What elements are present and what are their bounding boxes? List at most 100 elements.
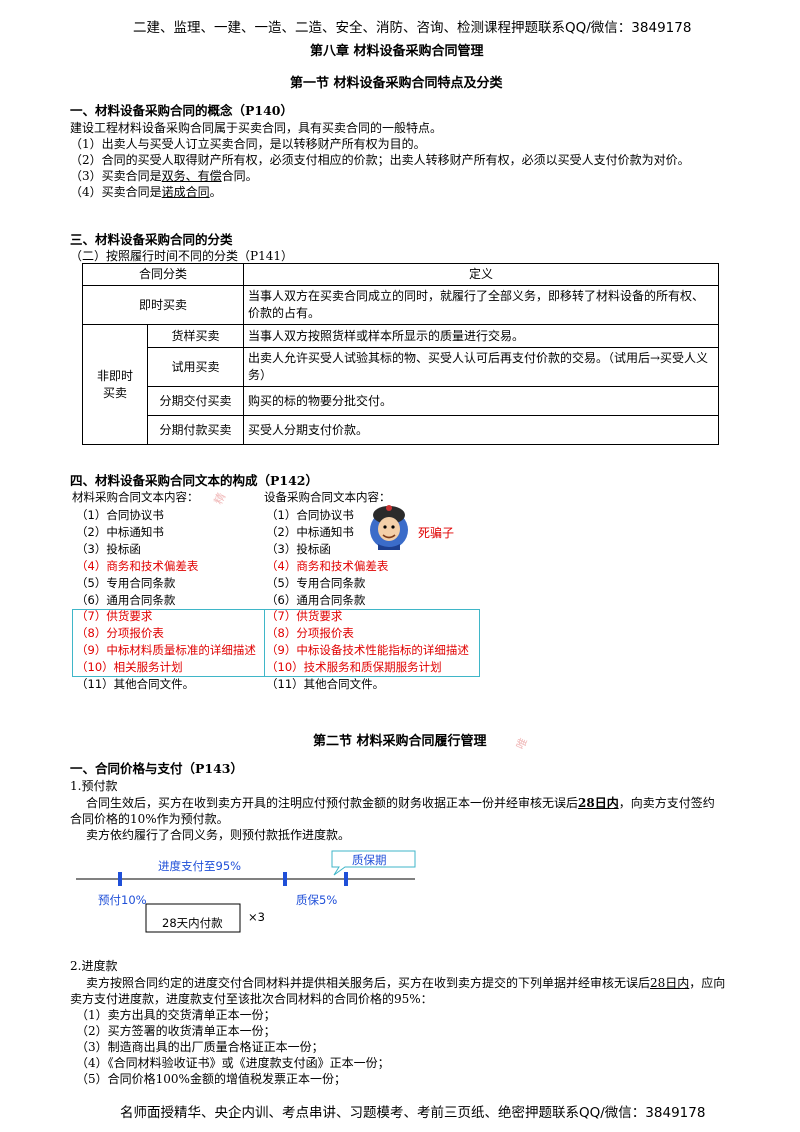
material-item: （8）分项报价表 (76, 626, 164, 641)
page-header: 二建、监理、一建、一造、二造、安全、消防、咨询、检测课程押题联系QQ/微信：38… (133, 20, 692, 36)
equipment-item: （8）分项报价表 (266, 626, 354, 641)
advance-label: 预付10% (98, 893, 147, 907)
row-installment-delivery-name: 分期交付买卖 (147, 386, 244, 416)
concept-line-3-underline: 双务、有偿 (161, 169, 222, 183)
payment-box (145, 903, 241, 933)
progress-text-a: 卖方按照合同约定的进度交付合同材料并提供相关服务后，买方在收到卖方提交的下列单据… (86, 976, 651, 990)
equipment-item: （5）专用合同条款 (266, 575, 366, 590)
progress-paragraph-line1: 卖方按照合同约定的进度交付合同材料并提供相关服务后，买方在收到卖方提交的下列单据… (86, 975, 725, 991)
row-installment-payment-name: 分期付款买卖 (147, 415, 244, 445)
payment-box-label: 28天内付款 (162, 916, 223, 930)
row-sample-def: 当事人双方按照货样或样本所显示的质量进行交易。 (243, 324, 719, 348)
advance-title: 1.预付款 (70, 779, 118, 793)
concept-line-0: 建设工程材料设备采购合同属于买卖合同，具有买卖合同的一般特点。 (70, 121, 443, 135)
concept-line-3-suffix: 合同。 (221, 169, 258, 183)
documents-heading: 四、材料设备采购合同文本的构成（P142） (70, 473, 318, 488)
advance-deadline: 28日内 (578, 796, 619, 810)
progress-deadline: 28日内 (650, 976, 690, 990)
advance-paragraph-line1: 合同生效后，买方在收到卖方开具的注明应付预付款金额的财务收据正本一份并经审核无误… (86, 795, 715, 811)
classification-table: 合同分类 定义 即时买卖 当事人双方在买卖合同成立的同时，就履行了全部义务，即移… (82, 263, 719, 445)
watermark: 精 (211, 490, 229, 507)
equipment-item: （4）商务和技术偏差表 (266, 558, 389, 573)
sticker-label: 死骗子 (418, 526, 455, 540)
payment-timeline-diagram (76, 850, 416, 933)
progress-text-b: ，应向 (689, 976, 726, 990)
material-item: （1）合同协议书 (76, 508, 164, 522)
equipment-item: （10）技术服务和质保期服务计划 (266, 660, 442, 675)
equipment-contract-title: 设备采购合同文本内容： (264, 490, 391, 504)
section1-title: 第一节 材料设备采购合同特点及分类 (290, 76, 503, 91)
table-header-definition: 定义 (243, 263, 719, 286)
retention-marker (283, 872, 287, 886)
page-footer: 名师面授精华、央企内训、考点串讲、习题模考、考前三页纸、绝密押题联系QQ/微信：… (120, 1105, 706, 1121)
concept-line-4-underline: 诺成合同 (161, 185, 210, 199)
progress-item-1: （2）买方签署的收货清单正本一份； (76, 1024, 276, 1038)
progress-item-0: （1）卖方出具的交货清单正本一份； (76, 1008, 276, 1022)
advance-paragraph-line2: 合同价格的10%作为预付款。 (70, 812, 229, 826)
equipment-item: （2）中标通知书 (266, 524, 354, 539)
table-row: 非即时买卖 货样买卖 当事人双方按照货样或样本所显示的质量进行交易。 (82, 324, 719, 445)
table-row: 分期交付买卖 购买的标的物要分批交付。 (83, 386, 719, 416)
classification-subheading: （二）按照履行时间不同的分类（P141） (70, 249, 293, 263)
row-sample-name: 货样买卖 (147, 324, 244, 348)
highlight-box (72, 609, 480, 677)
section2-title: 第二节 材料采购合同履行管理 (313, 734, 487, 749)
concept-line-3: （3）买卖合同是双务、有偿合同。 (70, 168, 258, 184)
warranty-callout (331, 850, 416, 876)
equipment-contract-list: （1）合同协议书 （2）中标通知书 （3）投标函 （4）商务和技术偏差表 （5）专用合同… (266, 507, 469, 693)
equipment-item: （11）其他合同文件。 (266, 677, 385, 692)
concept-line-4-suffix: 。 (209, 185, 222, 199)
progress-payment-label: 进度支付至95% (158, 859, 242, 873)
progress-paragraph-line2: 卖方支付进度款，进度款支付至该批次合同材料的合同价格的95%： (70, 992, 433, 1006)
cartoon-sticker (366, 500, 412, 550)
cartoon-face-icon (370, 505, 408, 550)
table-row: 即时买卖 当事人双方在买卖合同成立的同时，就履行了全部义务，即移转了材料设备的所… (82, 285, 719, 325)
material-item: （6）通用合同条款 (76, 592, 176, 607)
equipment-item: （3）投标函 (266, 541, 331, 556)
table-row: 试用买卖 出卖人允许买受人试验其标的物、买受人认可后再支付价款的交易。（试用后→… (83, 347, 719, 387)
concept-heading: 一、材料设备采购合同的概念（P140） (70, 103, 293, 118)
material-contract-title: 材料采购合同文本内容： (72, 490, 199, 504)
equipment-item: （7）供货要求 (266, 609, 343, 624)
material-item: （10）相关服务计划 (76, 660, 183, 675)
table-row: 分期付款买卖 买受人分期支付价款。 (83, 415, 719, 445)
price-heading: 一、合同价格与支付（P143） (70, 761, 243, 776)
row-trial-def: 出卖人允许买受人试验其标的物、买受人认可后再支付价款的交易。（试用后→买受人义务… (243, 347, 719, 387)
row-immediate-def: 当事人双方在买卖合同成立的同时，就履行了全部义务，即移转了材料设备的所有权、价款… (243, 285, 719, 325)
row-installment-delivery-def: 购买的标的物要分批交付。 (243, 386, 719, 416)
warranty-period-label: 质保期 (352, 853, 387, 867)
material-item: （5）专用合同条款 (76, 575, 176, 590)
row-immediate-label: 即时买卖 (82, 285, 244, 325)
table-header-row: 合同分类 定义 (82, 263, 719, 286)
material-item: （3）投标函 (76, 541, 141, 556)
advance-text-a: 合同生效后，买方在收到卖方开具的注明应付预付款金额的财务收据正本一份并经审核无误… (86, 796, 579, 810)
concept-line-4-prefix: （4）买卖合同是 (70, 185, 162, 199)
concept-line-3-prefix: （3）买卖合同是 (70, 169, 162, 183)
progress-item-2: （3）制造商出具的出厂质量合格证正本一份； (76, 1040, 324, 1054)
times-three-label: ×3 (248, 910, 265, 924)
chapter-title: 第八章 材料设备采购合同管理 (310, 44, 484, 59)
advance-paragraph-2: 卖方依约履行了合同义务，则预付款抵作进度款。 (86, 828, 351, 842)
material-item: （9）中标材料质量标准的详细描述 (76, 643, 256, 658)
equipment-item: （9）中标设备技术性能指标的详细描述 (266, 643, 469, 658)
advance-text-b: ，向卖方支付签约 (618, 796, 715, 810)
concept-line-4: （4）买卖合同是诺成合同。 (70, 184, 222, 200)
retention-label: 质保5% (296, 893, 338, 907)
watermark: 唯 (513, 735, 531, 752)
equipment-item: （1）合同协议书 (266, 508, 354, 522)
advance-marker (118, 872, 122, 886)
row-installment-payment-def: 买受人分期支付价款。 (243, 415, 719, 445)
table-header-type: 合同分类 (82, 263, 244, 286)
progress-item-4: （5）合同价格100%金额的增值税发票正本一份； (76, 1072, 346, 1086)
row-trial-name: 试用买卖 (147, 347, 244, 387)
equipment-item: （6）通用合同条款 (266, 592, 366, 607)
concept-line-1: （1）出卖人与买受人订立买卖合同，是以转移财产所有权为目的。 (70, 137, 426, 151)
concept-line-2: （2）合同的买受人取得财产所有权，必须支付相应的价款；出卖人转移财产所有权，必须… (70, 153, 690, 167)
highlight-box-divider (264, 609, 265, 677)
material-item: （7）供货要求 (76, 609, 153, 624)
material-item: （11）其他合同文件。 (76, 677, 195, 692)
progress-item-3: （4）《合同材料验收证书》或《进度款支付函》正本一份； (76, 1056, 390, 1070)
warranty-end-marker (344, 872, 348, 886)
material-item: （2）中标通知书 (76, 524, 164, 539)
progress-title: 2.进度款 (70, 959, 118, 973)
